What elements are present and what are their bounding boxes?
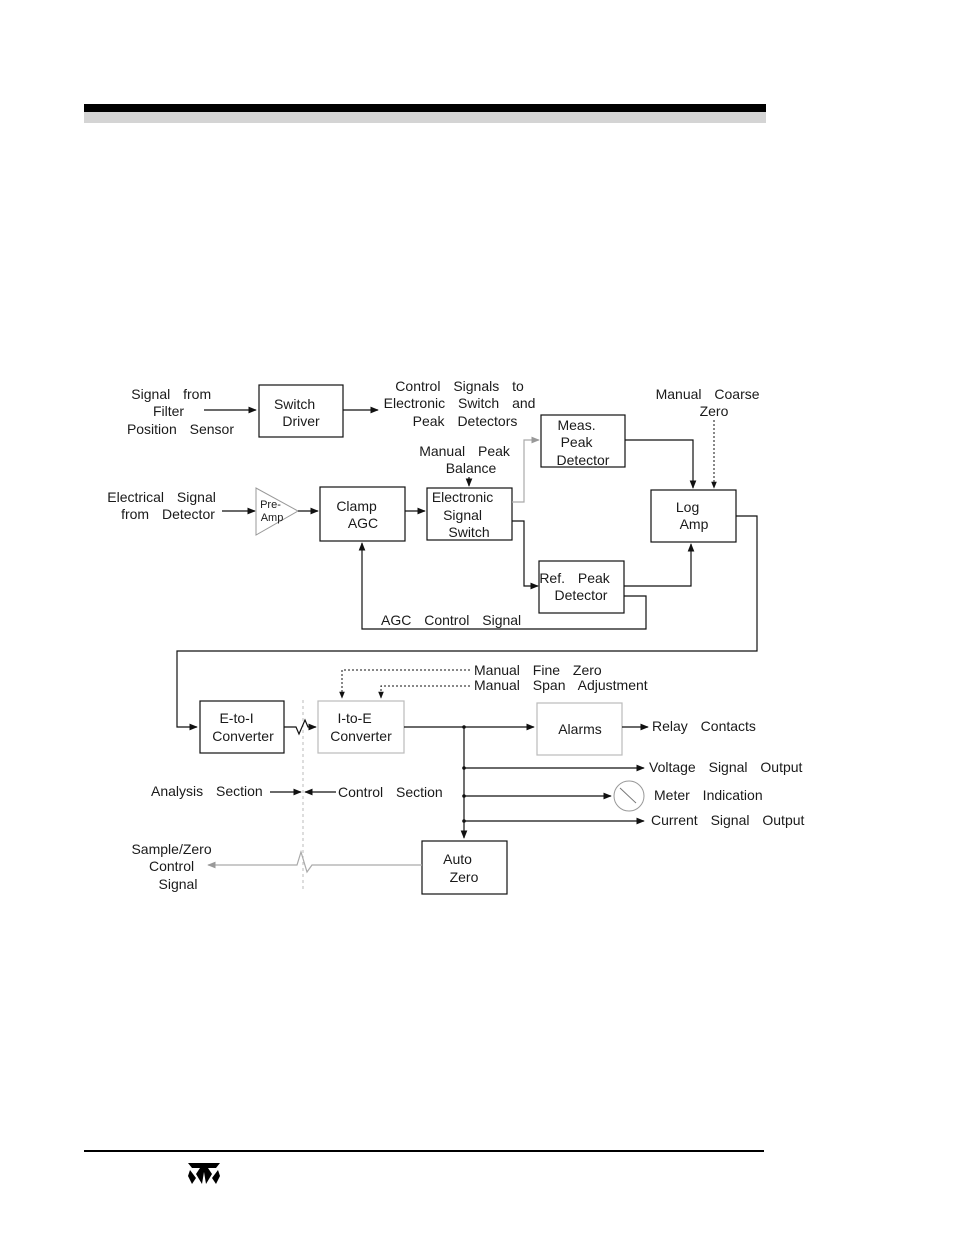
log-amp-label: Log Amp	[676, 499, 712, 532]
analysis-section-label: Analysis Section	[151, 783, 263, 799]
meas-to-log-arrow	[625, 439, 697, 489]
manual-fine-zero-label: Manual Fine Zero	[474, 662, 602, 678]
manual-peak-balance-label: Manual Peak Balance	[419, 443, 523, 476]
pre-amp-triangle	[255, 487, 300, 536]
e-to-i-converter-block	[199, 700, 285, 754]
agc-feedback-arrow	[358, 542, 647, 630]
control-signals-label: Control Signals to Electronic Switch and…	[384, 378, 549, 429]
i-to-e-converter-label: I-to-E Converter	[330, 710, 392, 744]
current-signal-output-label: Current Signal Output	[651, 812, 805, 828]
ref-peak-detector-block	[538, 560, 625, 614]
electrical-signal-label: Electrical Signal from Detector	[107, 489, 229, 522]
switch-to-meas-arrow	[512, 436, 540, 503]
etoi-to-itoe-arrow	[284, 718, 317, 736]
relay-contacts-label: Relay Contacts	[652, 718, 756, 734]
header-rule-black	[84, 104, 766, 112]
auto-zero-label: Auto Zero	[443, 851, 485, 885]
signal-from-filter-label: Signal from Filter Position Sensor	[127, 386, 234, 437]
meter-needle	[619, 787, 637, 804]
footer-rule	[84, 1150, 764, 1152]
meas-peak-detector-block	[540, 414, 626, 468]
clamp-agc-block	[319, 486, 406, 542]
electronic-signal-switch-block	[426, 487, 513, 541]
control-section-label: Control Section	[338, 784, 443, 800]
voltage-signal-output-label: Voltage Signal Output	[649, 759, 803, 775]
span-adjust-dashed-arrow	[378, 685, 470, 699]
switch-to-ref-arrow	[512, 520, 539, 590]
meas-peak-detector-label: Meas. Peak Detector	[557, 417, 610, 468]
log-amp-block	[650, 489, 737, 543]
log-to-etoi-arrow	[176, 515, 758, 731]
pre-amp-label: Pre- Amp	[260, 499, 284, 524]
switch-driver-label: Switch Driver	[274, 396, 328, 429]
company-logo-icon	[188, 1163, 220, 1184]
alarms-block	[536, 702, 623, 756]
auto-zero-output-arrow	[207, 849, 422, 874]
sample-zero-label: Sample/Zero Control Signal	[131, 841, 224, 892]
electronic-signal-switch-label: Electronic Signal Switch	[432, 489, 506, 540]
alarms-label: Alarms	[558, 721, 602, 737]
auto-zero-block	[421, 840, 508, 895]
meter-indication-label: Meter Indication	[654, 787, 763, 803]
i-to-e-converter-block	[317, 700, 405, 754]
agc-control-signal-label: AGC Control Signal	[381, 612, 521, 628]
ref-peak-detector-label: Ref. Peak Detector	[539, 570, 622, 603]
fine-zero-dashed-arrow	[339, 669, 470, 699]
bus-node	[462, 725, 466, 729]
switch-driver-block	[258, 384, 344, 438]
header-rule-grey	[84, 112, 766, 123]
clamp-agc-label: Clamp AGC	[336, 498, 389, 531]
ref-to-log-arrow	[624, 543, 695, 587]
e-to-i-converter-label: E-to-I Converter	[212, 710, 274, 744]
manual-span-adjustment-label: Manual Span Adjustment	[474, 677, 648, 693]
manual-coarse-zero-label: Manual Coarse Zero	[656, 386, 773, 419]
